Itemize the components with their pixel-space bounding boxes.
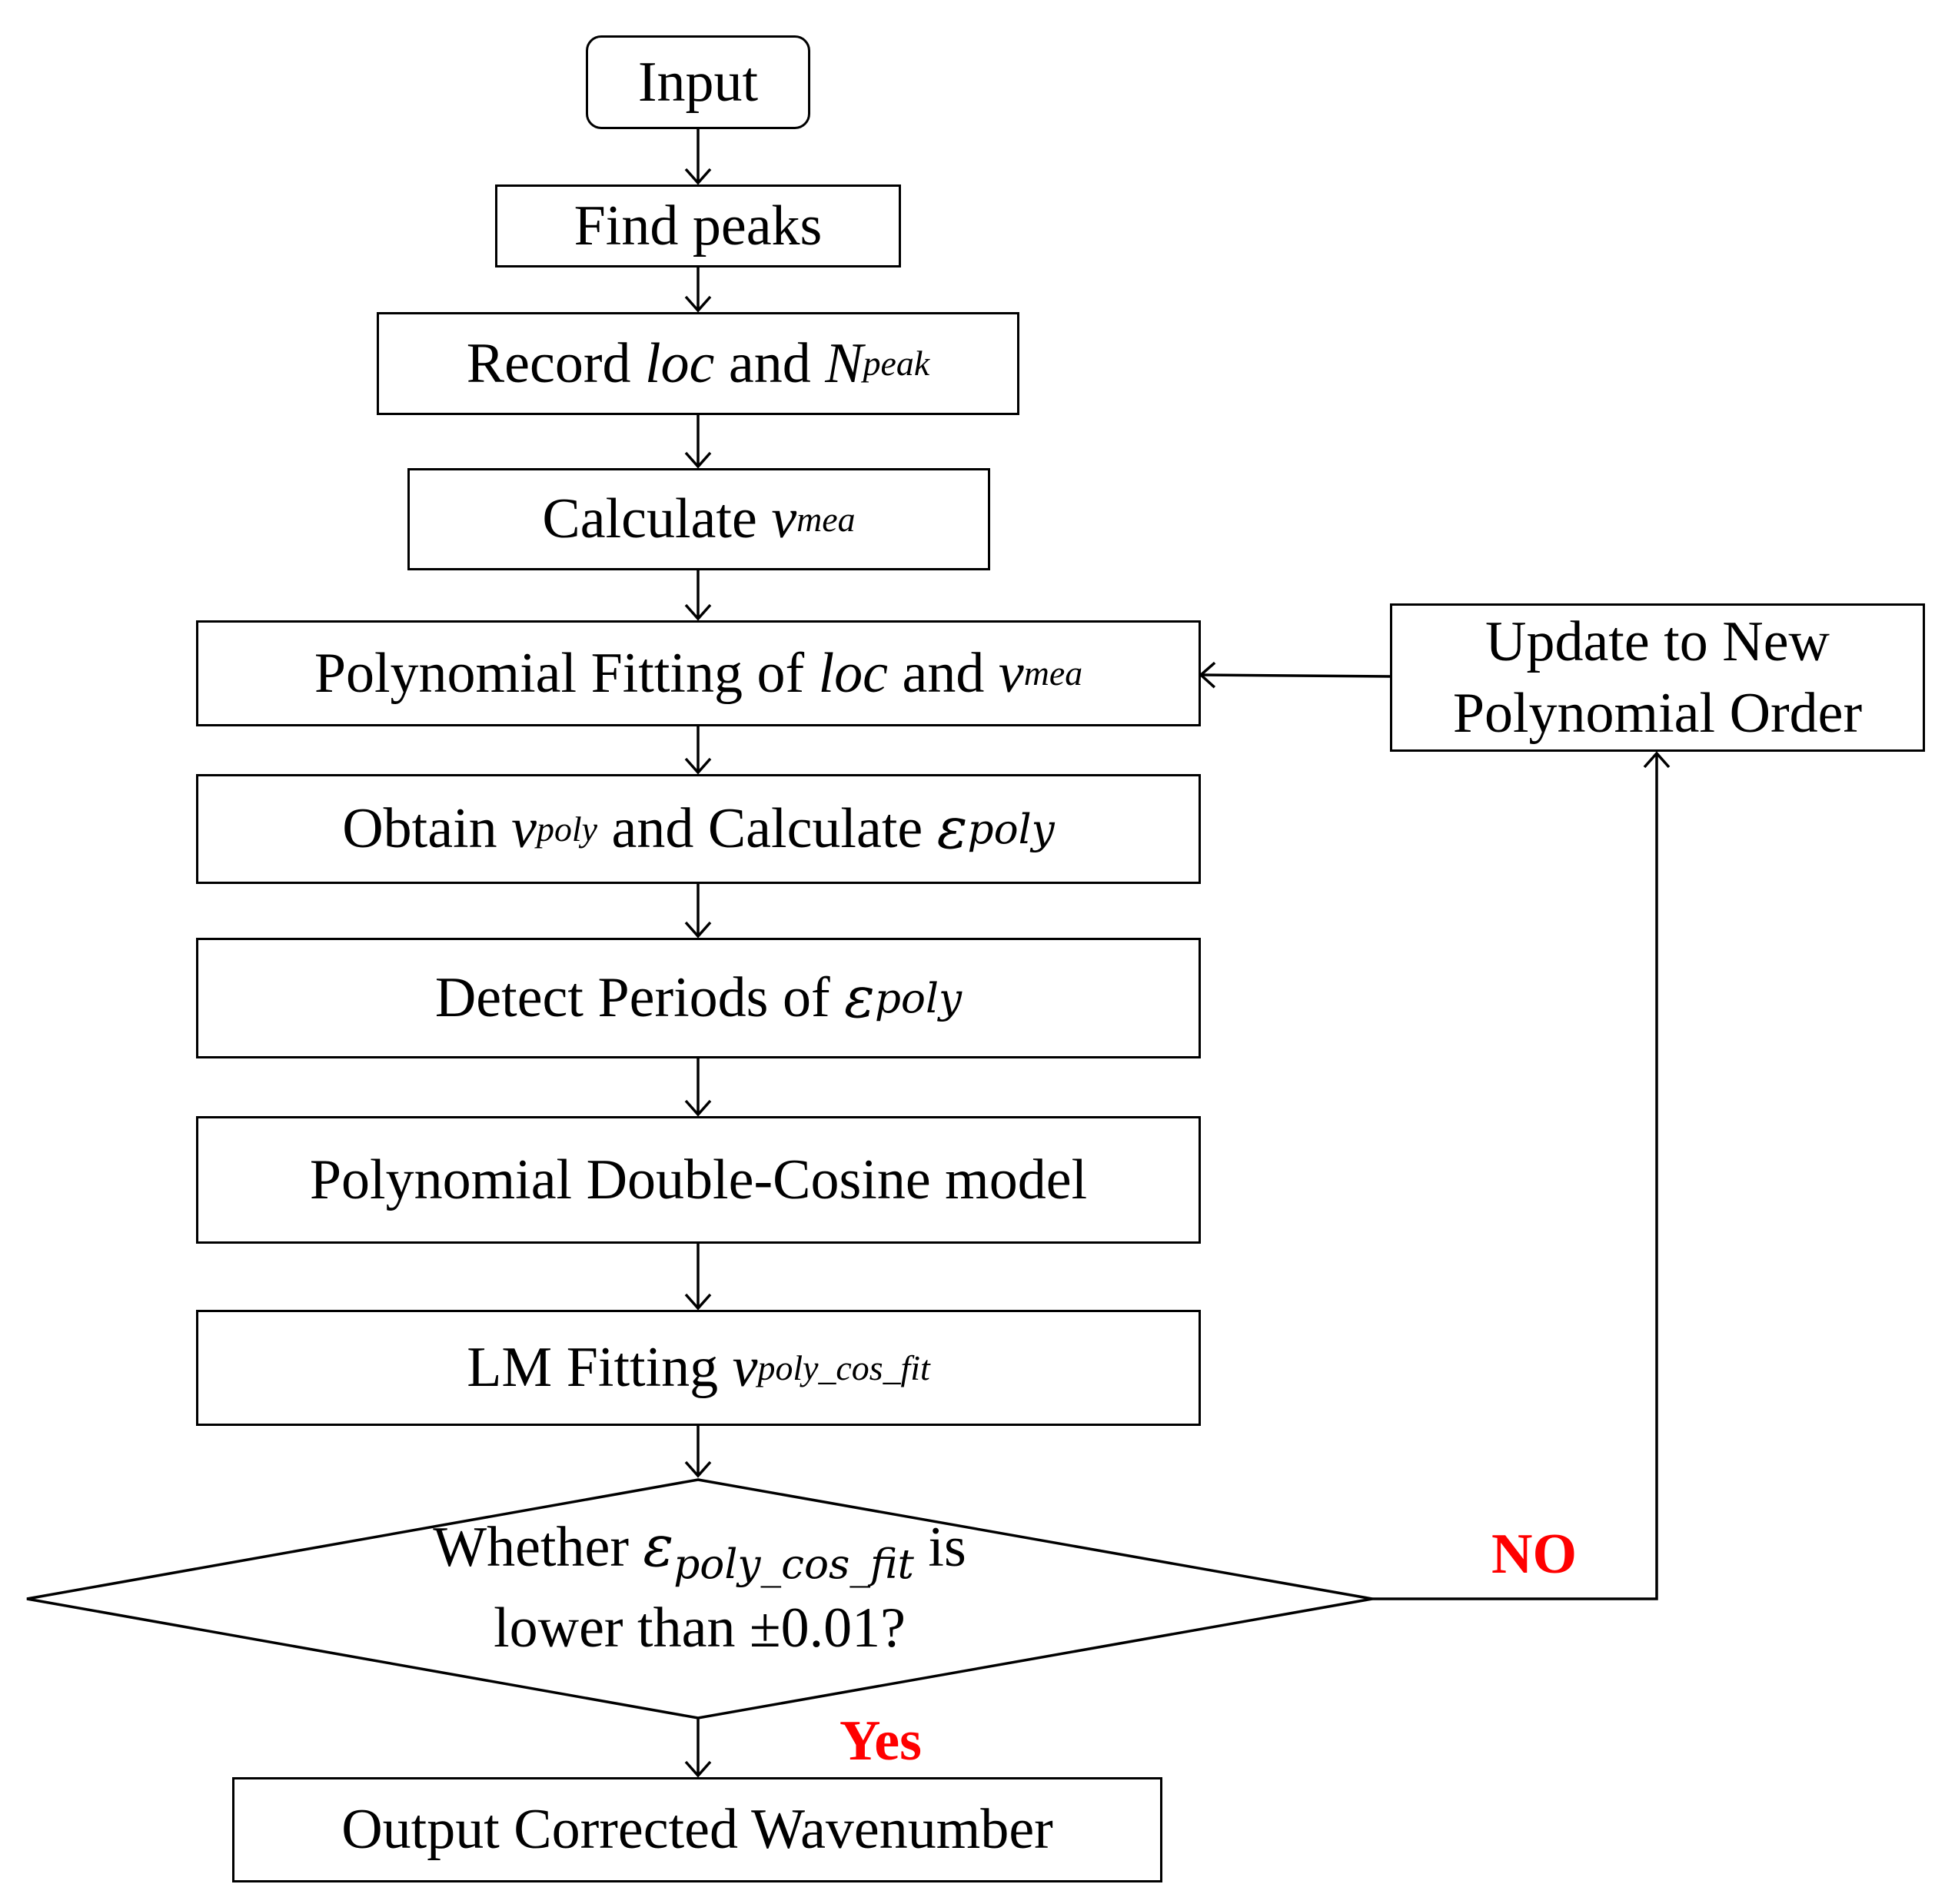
lm-fit-var-v: v	[732, 1336, 758, 1400]
record-var-loc: loc	[644, 331, 715, 395]
detect-prefix: Detect Periods of	[434, 966, 845, 1030]
update-node: Update to New Polynomial Order	[1390, 603, 1925, 752]
obtain-prefix: Obtain	[342, 797, 512, 861]
no-branch-label: NO	[1491, 1523, 1577, 1586]
decision-line1: Whether εpoly_cos_fit is	[284, 1507, 1115, 1588]
find-peaks-label: Find peaks	[574, 194, 823, 258]
update-line2: Polynomial Order	[1452, 681, 1863, 745]
poly-fit-var-loc: loc	[818, 641, 889, 705]
output-node: Output Corrected Wavenumber	[232, 1777, 1162, 1882]
record-prefix: Record	[466, 331, 645, 395]
record-var-n: N	[825, 331, 863, 395]
lm-fit-prefix: LM Fitting	[467, 1336, 733, 1400]
poly-fit-prefix: Polynomial Fitting of	[314, 641, 819, 705]
poly-fit-var-v: v	[998, 641, 1024, 705]
calculate-prefix: Calculate	[542, 487, 772, 551]
record-mid: and	[714, 331, 826, 395]
decision-var-eps-sub: poly_cos_fit	[673, 1540, 914, 1588]
model-node: Polynomial Double-Cosine model	[196, 1116, 1201, 1244]
output-label: Output Corrected Wavenumber	[341, 1798, 1053, 1862]
decision-diamond	[26, 1478, 1373, 1720]
decision-suffix: is	[913, 1516, 966, 1579]
obtain-var-v: v	[511, 797, 537, 861]
update-line1: Update to New	[1485, 610, 1830, 673]
poly-fit-mid: and	[888, 641, 999, 705]
input-node: Input	[586, 35, 810, 129]
decision-prefix: Whether	[433, 1516, 643, 1579]
arrow-update-to-poly-fit	[1199, 661, 1391, 689]
decision-line2: lower than ±0.01?	[494, 1597, 906, 1660]
obtain-var-eps: ε	[936, 796, 968, 862]
decision-var-eps: ε	[643, 1514, 674, 1580]
yes-branch-label: Yes	[839, 1710, 922, 1773]
decision-text: Whether εpoly_cos_fit is lower than ±0.0…	[284, 1507, 1115, 1669]
calculate-var-v: v	[771, 487, 797, 551]
obtain-mid: and Calculate	[597, 797, 937, 861]
model-label: Polynomial Double-Cosine model	[309, 1148, 1088, 1211]
find-peaks-node: Find peaks	[495, 184, 901, 267]
input-label: Input	[637, 50, 759, 114]
arrow-no-to-update	[1372, 751, 1671, 1600]
detect-var-eps: ε	[844, 965, 875, 1032]
